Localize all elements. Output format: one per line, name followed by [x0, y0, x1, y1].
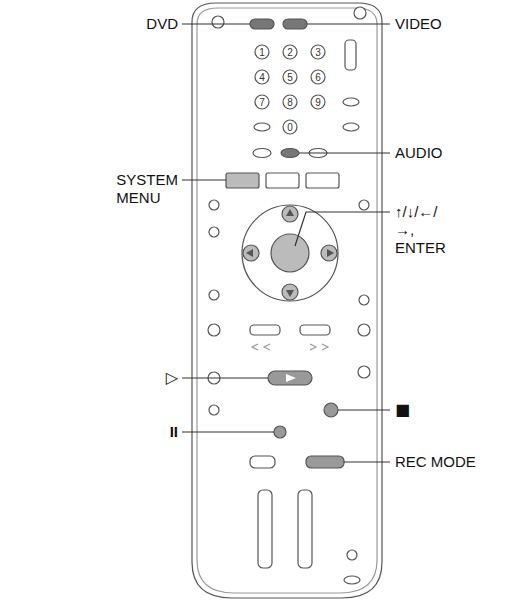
button-digit: 5 [287, 72, 293, 83]
number-button [311, 45, 325, 59]
button [253, 149, 271, 158]
button [343, 123, 359, 131]
leader-line [344, 461, 390, 462]
system-menu-button [226, 173, 259, 188]
skip-glyph [252, 344, 328, 350]
button [208, 324, 220, 336]
number-button [283, 45, 297, 59]
audio-button [281, 149, 299, 158]
rec-mode-button [306, 456, 344, 468]
button-digit: 0 [287, 122, 293, 133]
dpad-ring [242, 205, 338, 301]
button [300, 325, 330, 335]
leader-line [182, 23, 250, 24]
button [209, 200, 219, 210]
callout-label: DVD [146, 15, 178, 33]
button [212, 16, 224, 28]
remote-body [192, 3, 382, 598]
channel-rocker [298, 490, 312, 568]
leader-line [182, 179, 226, 180]
button-digit: 3 [315, 47, 321, 58]
number-button [255, 45, 269, 59]
power-button [354, 7, 366, 19]
play-button [268, 371, 312, 385]
leader-line [295, 212, 390, 246]
button [343, 98, 359, 106]
number-button [311, 70, 325, 84]
button [250, 456, 275, 468]
button-digit: 1 [259, 47, 265, 58]
volume-rocker [258, 490, 272, 568]
leader-line [182, 377, 268, 378]
dvd-button [250, 19, 274, 29]
button [306, 173, 339, 188]
button [359, 200, 369, 210]
button [209, 405, 219, 415]
video-button [283, 19, 307, 29]
play-glyph [286, 374, 296, 382]
button [209, 227, 219, 237]
button [250, 325, 280, 335]
button [344, 576, 360, 584]
arrow-glyph [246, 209, 334, 297]
button [358, 366, 370, 378]
leader-line [299, 152, 390, 153]
number-button [283, 95, 297, 109]
number-button [255, 95, 269, 109]
leader-line [182, 431, 274, 432]
button [358, 324, 370, 336]
button-digit: 2 [287, 47, 293, 58]
button [347, 550, 357, 560]
button-digit: 4 [259, 72, 265, 83]
enter-button [271, 234, 309, 272]
callout-label: VIDEO [395, 15, 442, 33]
button [209, 290, 219, 300]
callout-label: ↑/↓/←/→, ENTER [395, 203, 446, 257]
button [254, 123, 270, 131]
leader-line [338, 409, 390, 410]
callout-label: AUDIO [395, 144, 443, 162]
rocker-button [345, 40, 356, 70]
callout-label: SYSTEM MENU [116, 171, 178, 207]
callout-label: ▷ [166, 369, 178, 387]
leader-line [307, 23, 390, 24]
button-digit: 8 [287, 97, 293, 108]
number-button [255, 70, 269, 84]
button-digit: 6 [315, 72, 321, 83]
button [266, 173, 299, 188]
button-digit: 7 [259, 97, 265, 108]
callout-label: ■ [395, 401, 410, 419]
button-digit: 9 [315, 97, 321, 108]
number-button [283, 120, 297, 134]
number-button [311, 95, 325, 109]
button [359, 295, 369, 305]
remote-inner-edge [197, 8, 377, 593]
number-button [283, 70, 297, 84]
pause-button [274, 426, 286, 438]
stop-button [324, 403, 338, 417]
callout-label: II [170, 423, 178, 441]
callout-label: REC MODE [395, 453, 476, 471]
